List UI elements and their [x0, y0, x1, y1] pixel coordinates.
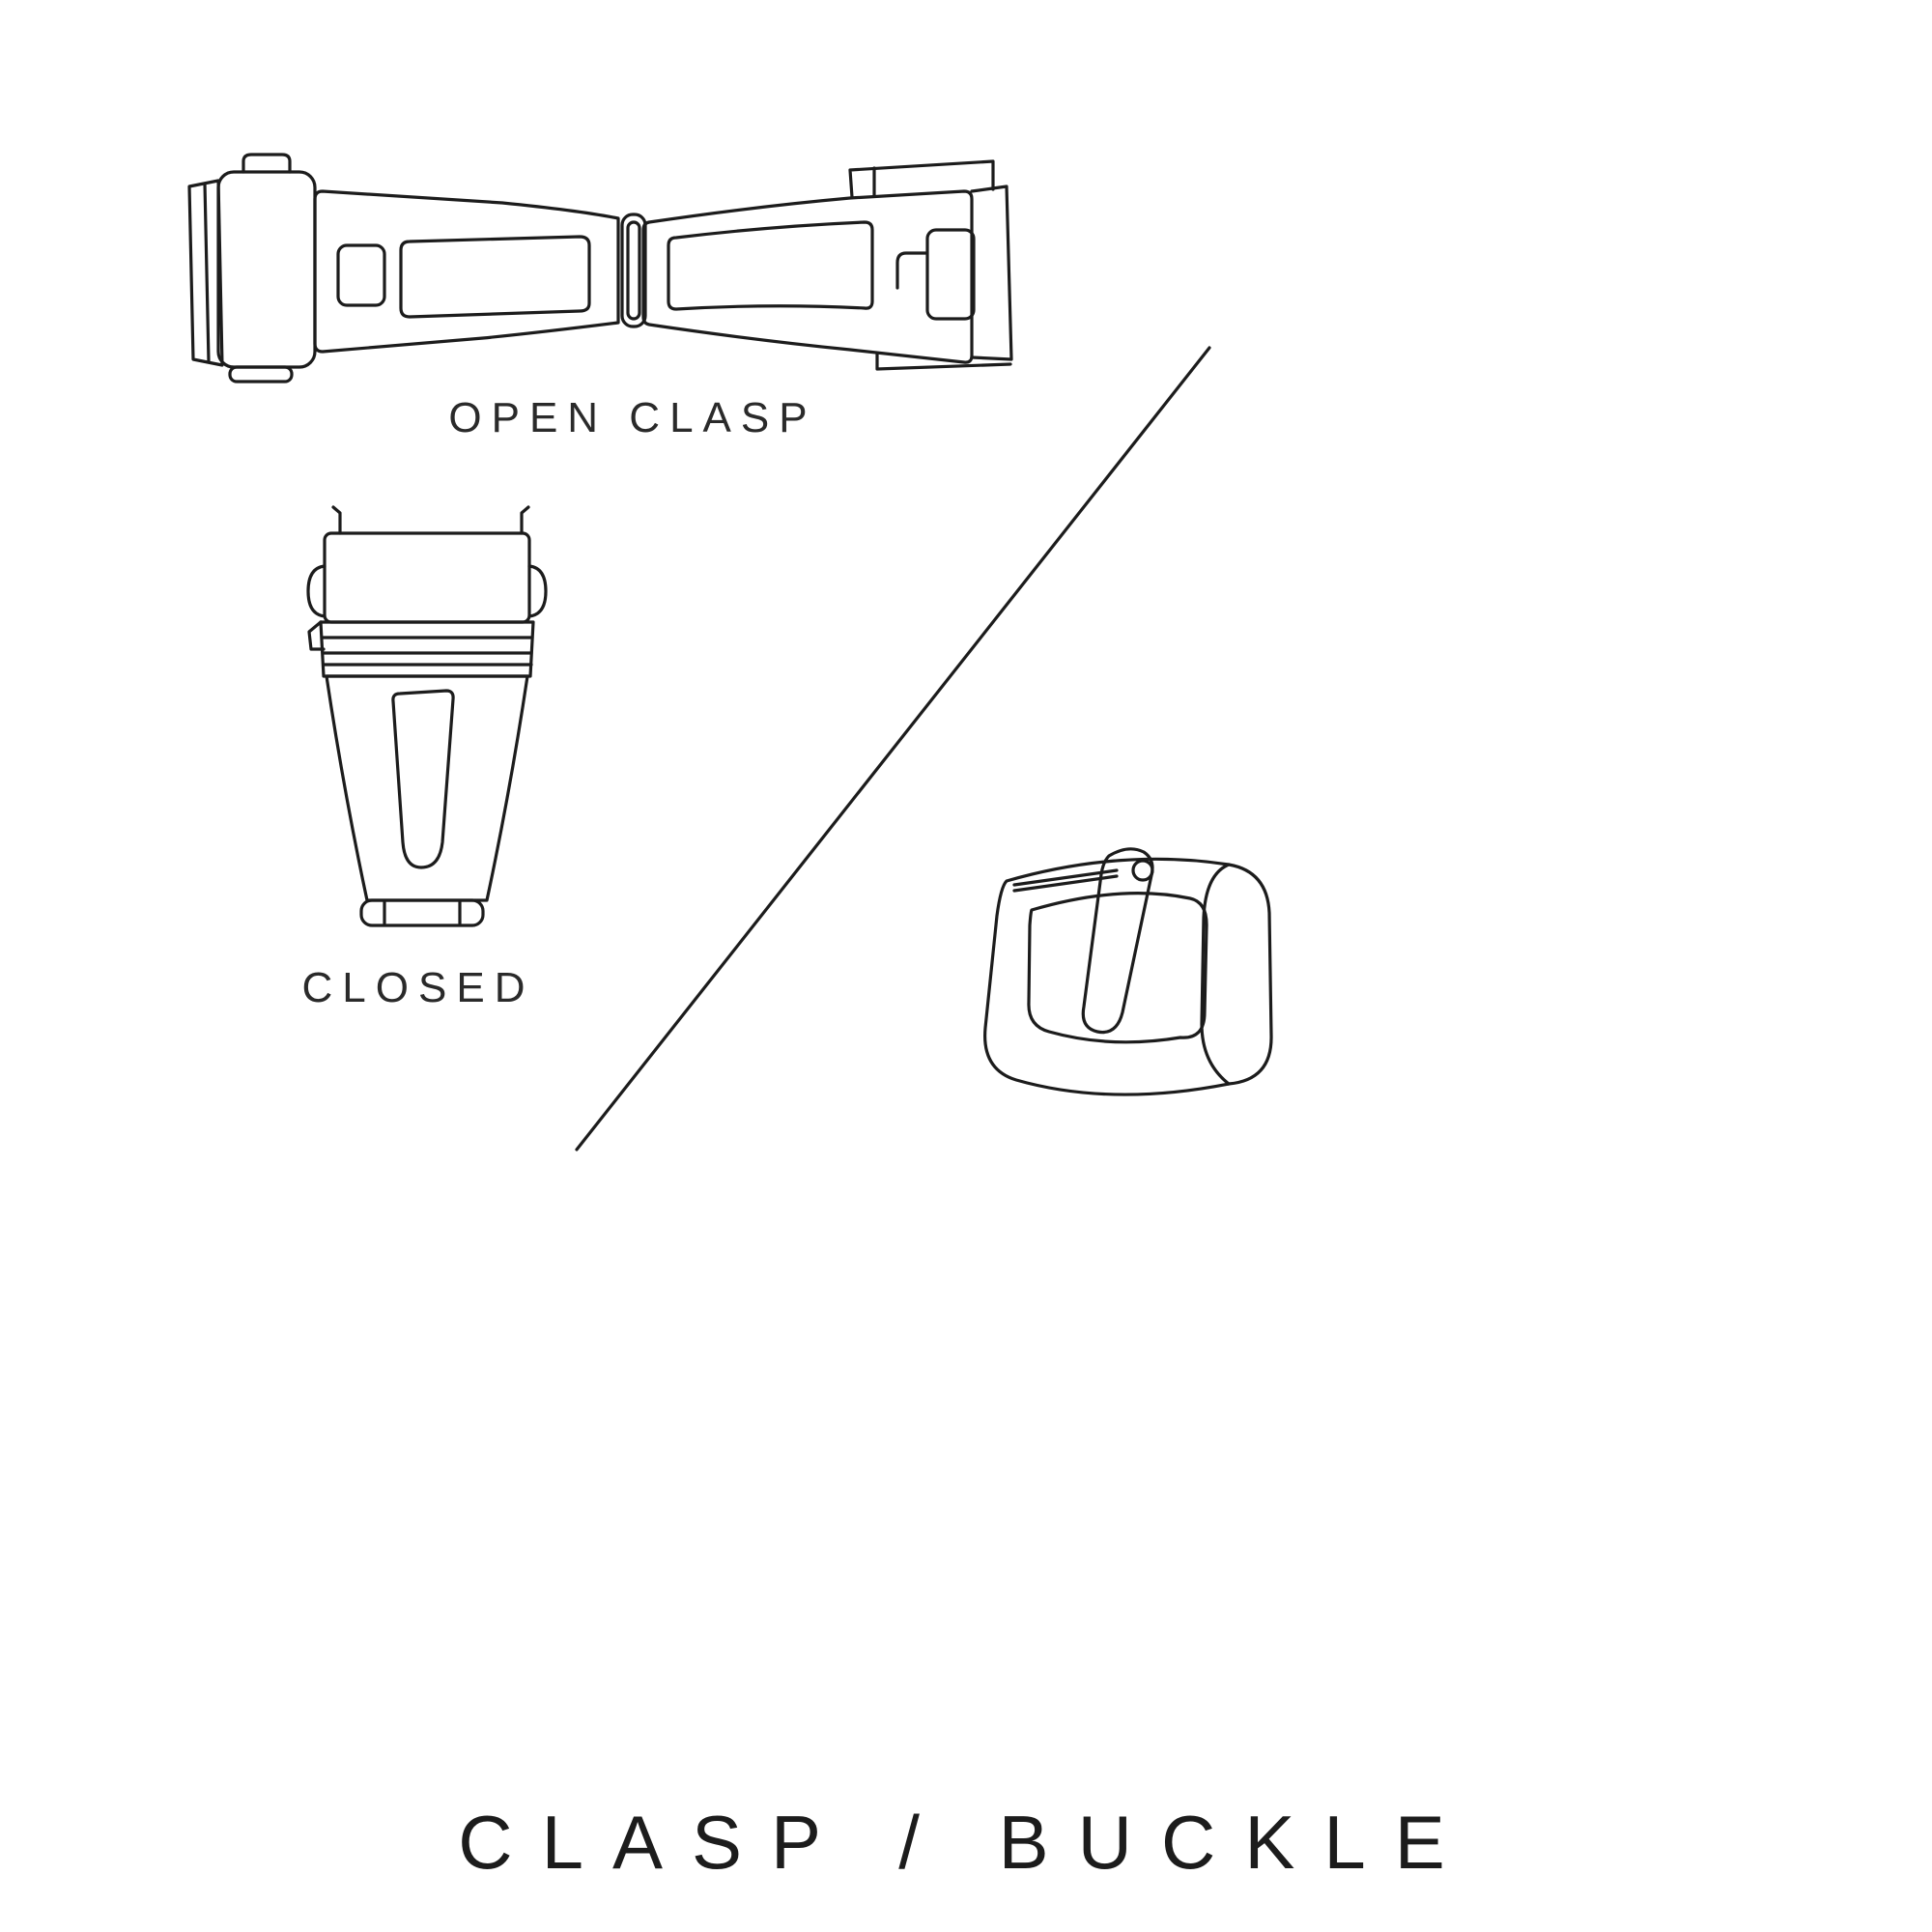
buckle-prong: [1081, 847, 1154, 1035]
open-clasp-hinge-inner: [626, 220, 641, 321]
open-clasp-illustration: [187, 153, 1013, 384]
open-clasp-left-window: [399, 235, 591, 319]
tang-buckle-illustration: [983, 847, 1273, 1096]
open-clasp-label: OPEN CLASP: [448, 394, 817, 441]
open-clasp-left-strip-line: [203, 182, 211, 363]
open-clasp-right-top-flap: [848, 159, 995, 199]
open-clasp-left-blade: [313, 189, 620, 354]
divider-line: [575, 346, 1211, 1151]
closed-clasp-left-fold: [307, 620, 326, 651]
page-title: CLASP / BUCKLE: [458, 1800, 1474, 1885]
closed-clasp-body: [325, 674, 529, 902]
buckle-right-bar: [1200, 863, 1231, 1086]
buckle-inner-opening: [1027, 892, 1208, 1044]
buckle-spring-bar-top: [1012, 868, 1119, 887]
open-clasp-bottom-tab: [228, 365, 294, 384]
closed-clasp-illustration: [306, 505, 548, 927]
open-clasp-right-end-strip: [970, 185, 1013, 361]
open-clasp-left-strip: [187, 179, 224, 367]
open-clasp-lock-notch: [336, 243, 386, 307]
closed-clasp-band-outline: [319, 620, 535, 678]
open-clasp-hinge-outer: [620, 213, 647, 328]
closed-clasp-left-ear: [306, 564, 327, 618]
open-clasp-keeper: [925, 228, 976, 321]
closed-clasp-top-block: [323, 531, 531, 624]
closed-clasp-left-prong: [331, 505, 342, 535]
open-clasp-fold-block: [216, 170, 317, 369]
open-clasp-keeper-hook: [895, 251, 927, 290]
open-clasp-right-blade: [641, 189, 974, 364]
closed-clasp-right-ear: [527, 564, 548, 618]
buckle-outer-frame: [983, 857, 1273, 1096]
closed-clasp-bottom-bar: [359, 898, 485, 927]
open-clasp-right-bottom-flap: [875, 352, 1012, 371]
closed-label: CLOSED: [301, 964, 535, 1011]
closed-clasp-window: [391, 689, 455, 869]
buckle-prong-loop: [1131, 859, 1154, 882]
closed-clasp-right-prong: [520, 505, 530, 535]
open-clasp-right-window: [667, 220, 874, 311]
open-clasp-top-tab: [242, 153, 292, 174]
